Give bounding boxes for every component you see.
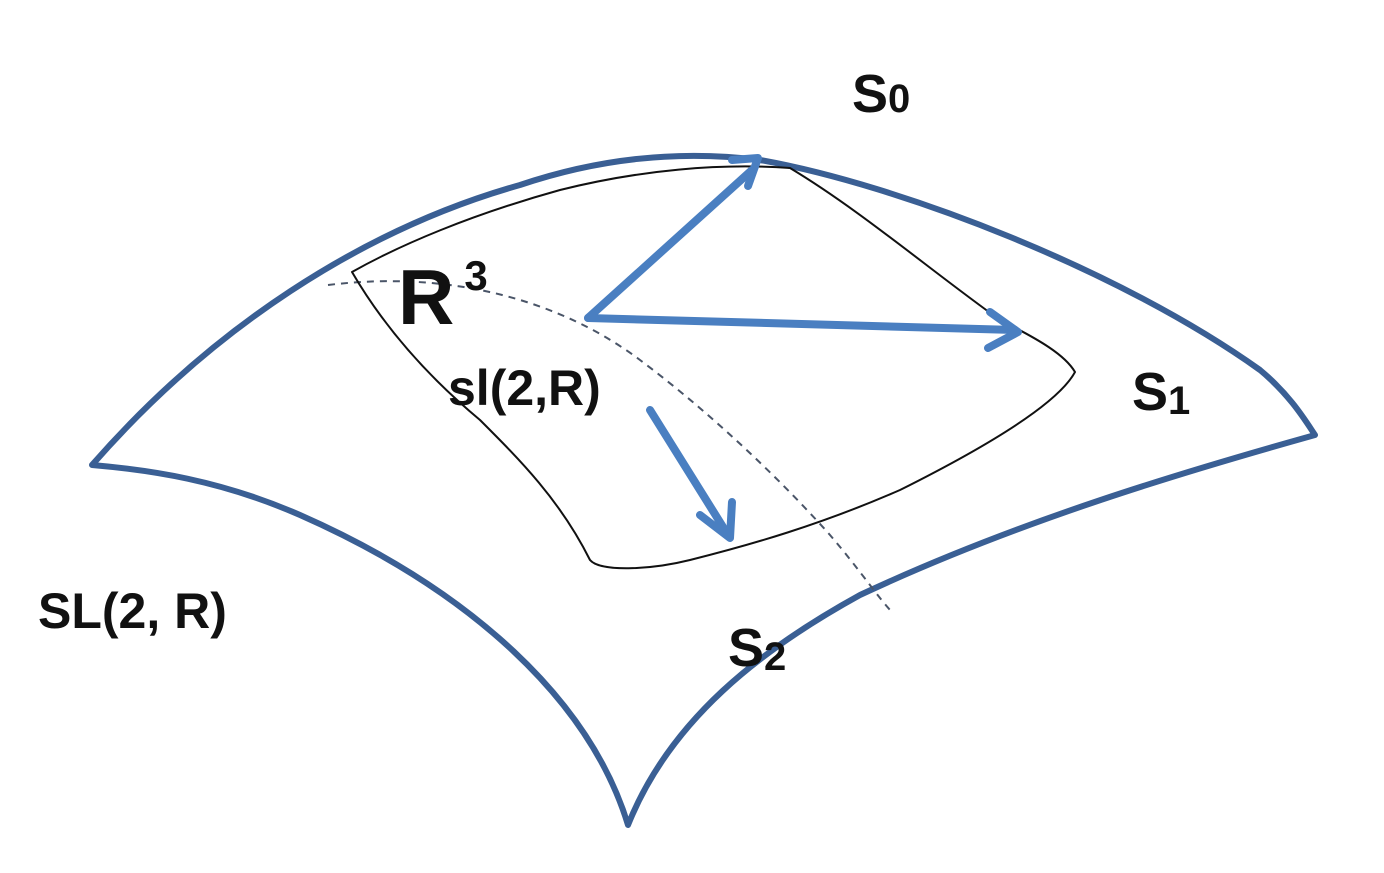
label-s1: S1 xyxy=(1132,362,1190,423)
tangent-plane xyxy=(351,165,1076,570)
vector-up-arrow xyxy=(584,166,756,322)
label-s0: S0 xyxy=(852,64,910,124)
basis-vectors xyxy=(584,154,1022,542)
label-s2: S2 xyxy=(728,618,786,679)
vector-right-arrow xyxy=(584,314,1019,334)
vector-up-arrowhead xyxy=(728,154,762,190)
vector-right-arrowhead xyxy=(984,308,1022,352)
label-lie-algebra: sl(2,R) xyxy=(448,360,601,416)
label-lie-group: SL(2, R) xyxy=(38,583,227,639)
vector-down-arrowhead xyxy=(696,498,736,542)
vector-down-arrow xyxy=(646,406,732,539)
dashed-curve xyxy=(327,280,893,613)
manifold-outline xyxy=(89,152,1318,828)
